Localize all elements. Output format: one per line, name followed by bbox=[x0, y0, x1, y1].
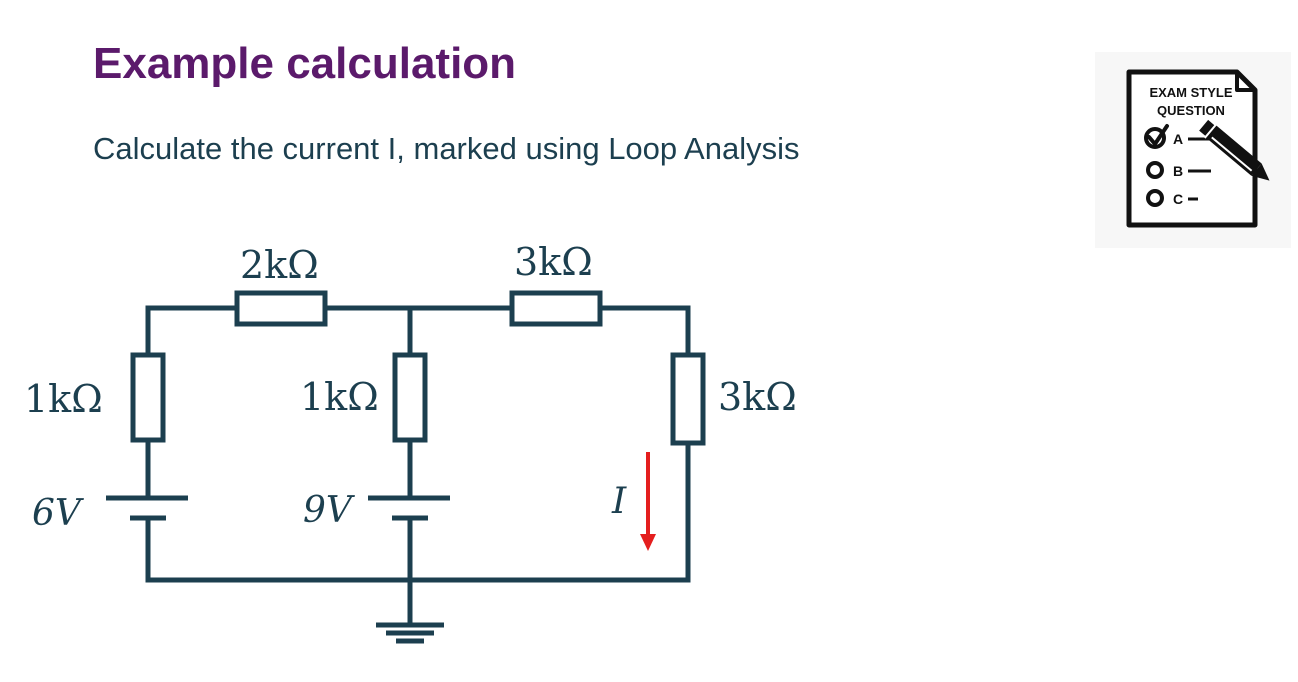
resistor-middle bbox=[392, 352, 428, 443]
resistor-right bbox=[670, 352, 706, 446]
label-resistor-right: 3kΩ bbox=[718, 375, 797, 419]
option-c-label: C bbox=[1173, 191, 1183, 207]
page-title: Example calculation bbox=[93, 39, 517, 88]
badge-line-2: QUESTION bbox=[1157, 103, 1225, 118]
label-current: I bbox=[611, 481, 627, 522]
resistor-left bbox=[130, 352, 166, 443]
exam-question-pencil-icon: EXAM STYLE QUESTION A B C bbox=[1126, 69, 1270, 228]
label-resistor-top-right: 3kΩ bbox=[514, 240, 593, 284]
resistors bbox=[130, 290, 706, 446]
batteries bbox=[106, 495, 450, 521]
resistor-top-left bbox=[234, 290, 328, 327]
label-resistor-left: 1kΩ bbox=[24, 377, 103, 421]
ground-symbol bbox=[376, 622, 444, 644]
label-resistor-middle: 1kΩ bbox=[300, 375, 379, 419]
exam-style-question-badge: EXAM STYLE QUESTION A B C bbox=[1095, 52, 1291, 248]
label-battery-left: 6V bbox=[32, 493, 85, 534]
component-labels: 2kΩ 3kΩ 1kΩ 1kΩ 3kΩ 6V 9V I bbox=[24, 240, 797, 534]
circuit-wires bbox=[145, 305, 691, 628]
battery-middle bbox=[368, 495, 450, 521]
label-resistor-top-left: 2kΩ bbox=[240, 243, 319, 287]
badge-line-1: EXAM STYLE bbox=[1149, 85, 1232, 100]
current-arrow bbox=[640, 452, 656, 551]
circuit-diagram: 2kΩ 3kΩ 1kΩ 1kΩ 3kΩ 6V 9V I bbox=[24, 240, 797, 644]
question-text: Calculate the current I, marked using Lo… bbox=[93, 131, 800, 166]
resistor-top-right bbox=[509, 290, 603, 327]
option-a-label: A bbox=[1173, 131, 1183, 147]
label-battery-middle: 9V bbox=[303, 490, 356, 531]
battery-left bbox=[106, 495, 188, 521]
option-b-label: B bbox=[1173, 163, 1183, 179]
